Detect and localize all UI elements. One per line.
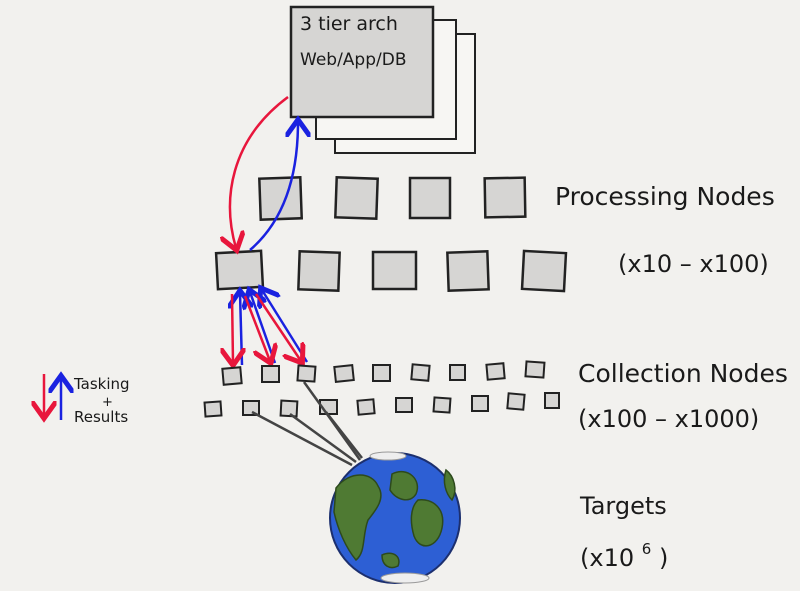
stack-sheet-front [289,5,435,119]
targets-count-exponent: 6 [642,540,652,558]
collection-node [506,392,526,411]
collection-node [544,392,560,409]
architecture-title: 3 tier arch [300,13,398,35]
collection-node [372,364,391,382]
tasking-arrow-down [243,295,270,361]
collection-node [333,363,355,383]
globe-ice-cap [369,451,407,461]
architecture-subtitle: Web/App/DB [300,50,406,70]
tasking-arrow-down [232,293,233,363]
processing-node-gateway [214,249,265,291]
processing-node [297,250,341,292]
earth-globe-icon [329,451,461,584]
processing-node [371,250,418,291]
collection-node [203,400,223,418]
collection-node [356,398,376,416]
collection-node [410,363,431,382]
processing-node [258,175,304,221]
legend-tasking-label: Tasking [73,375,130,393]
targets-count: (x10 6 ) [580,532,668,572]
processing-node [408,176,452,220]
processing-node [446,250,490,292]
processing-node [520,249,568,293]
legend-plus-label: + [102,395,113,410]
processing-nodes-count: (x10 – x100) [618,250,769,278]
collection-node [485,362,506,381]
globe-landmass [410,499,444,547]
collection-node [524,360,546,379]
globe-landmass [443,468,456,502]
collection-node [432,396,452,414]
results-arrow-up [262,290,309,363]
globe-landmass [381,552,400,569]
globe-landmass [333,474,382,562]
processing-nodes-row-top [258,175,527,221]
collection-node [261,365,280,383]
collection-node [471,395,489,412]
gateway-architecture-arrows [230,95,298,251]
processing-node [334,176,379,221]
collection-nodes-label: Collection Nodes [578,359,788,388]
collection-node [242,400,260,416]
processing-nodes-row-bottom [214,249,568,293]
globe-landmass [389,471,419,501]
collection-node [395,397,413,413]
collection-node [296,364,317,383]
collection-nodes-count: (x100 – x1000) [578,405,759,433]
collection-node [221,366,243,386]
collection-link [289,412,357,464]
globe-ice-cap [380,572,430,584]
tasking-arrow-down [254,293,301,361]
results-arrow-up [240,293,242,366]
collection-nodes-row-bottom [203,392,560,418]
three-tier-architecture-stack: 3 tier arch Web/App/DB [289,5,476,154]
results-arrow-up [249,122,298,251]
legend: Tasking + Results [44,374,130,426]
gateway-collection-arrows [232,290,309,366]
targets-count-base: (x10 [580,544,634,572]
processing-node [483,176,527,219]
collection-target-links [251,381,363,467]
targets-count-close: ) [659,544,668,572]
collection-node [449,364,466,381]
collection-nodes-row-top [221,360,546,386]
legend-results-label: Results [74,408,128,426]
targets-label: Targets [579,492,667,520]
collection-node [279,399,299,418]
collection-link [251,410,353,467]
tasking-arrow-down [230,95,289,248]
collection-link [325,411,363,459]
processing-nodes-label: Processing Nodes [555,182,775,211]
